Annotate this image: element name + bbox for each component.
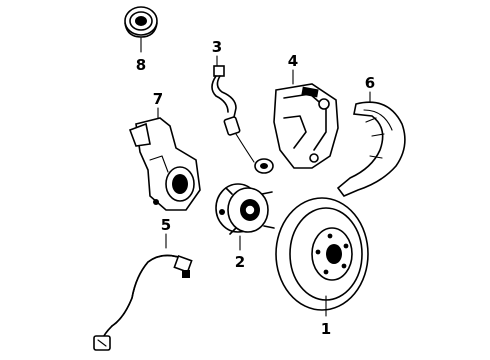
hub-bearing-part bbox=[215, 183, 275, 235]
seal-part bbox=[124, 6, 158, 38]
callout-5: 5 bbox=[161, 216, 171, 234]
callout-6: 6 bbox=[365, 74, 375, 92]
caliper-part bbox=[273, 83, 339, 169]
splash-shield-part bbox=[336, 101, 406, 197]
callout-8: 8 bbox=[136, 56, 146, 74]
knuckle-part bbox=[128, 117, 201, 211]
callout-7: 7 bbox=[153, 90, 163, 108]
callout-1: 1 bbox=[321, 320, 331, 338]
callout-4: 4 bbox=[288, 52, 298, 70]
callout-2: 2 bbox=[235, 253, 245, 271]
rotor-part bbox=[275, 197, 369, 311]
callout-3: 3 bbox=[212, 38, 222, 56]
sensor-cable-part bbox=[93, 254, 193, 351]
sensor-harness-part bbox=[211, 65, 274, 174]
